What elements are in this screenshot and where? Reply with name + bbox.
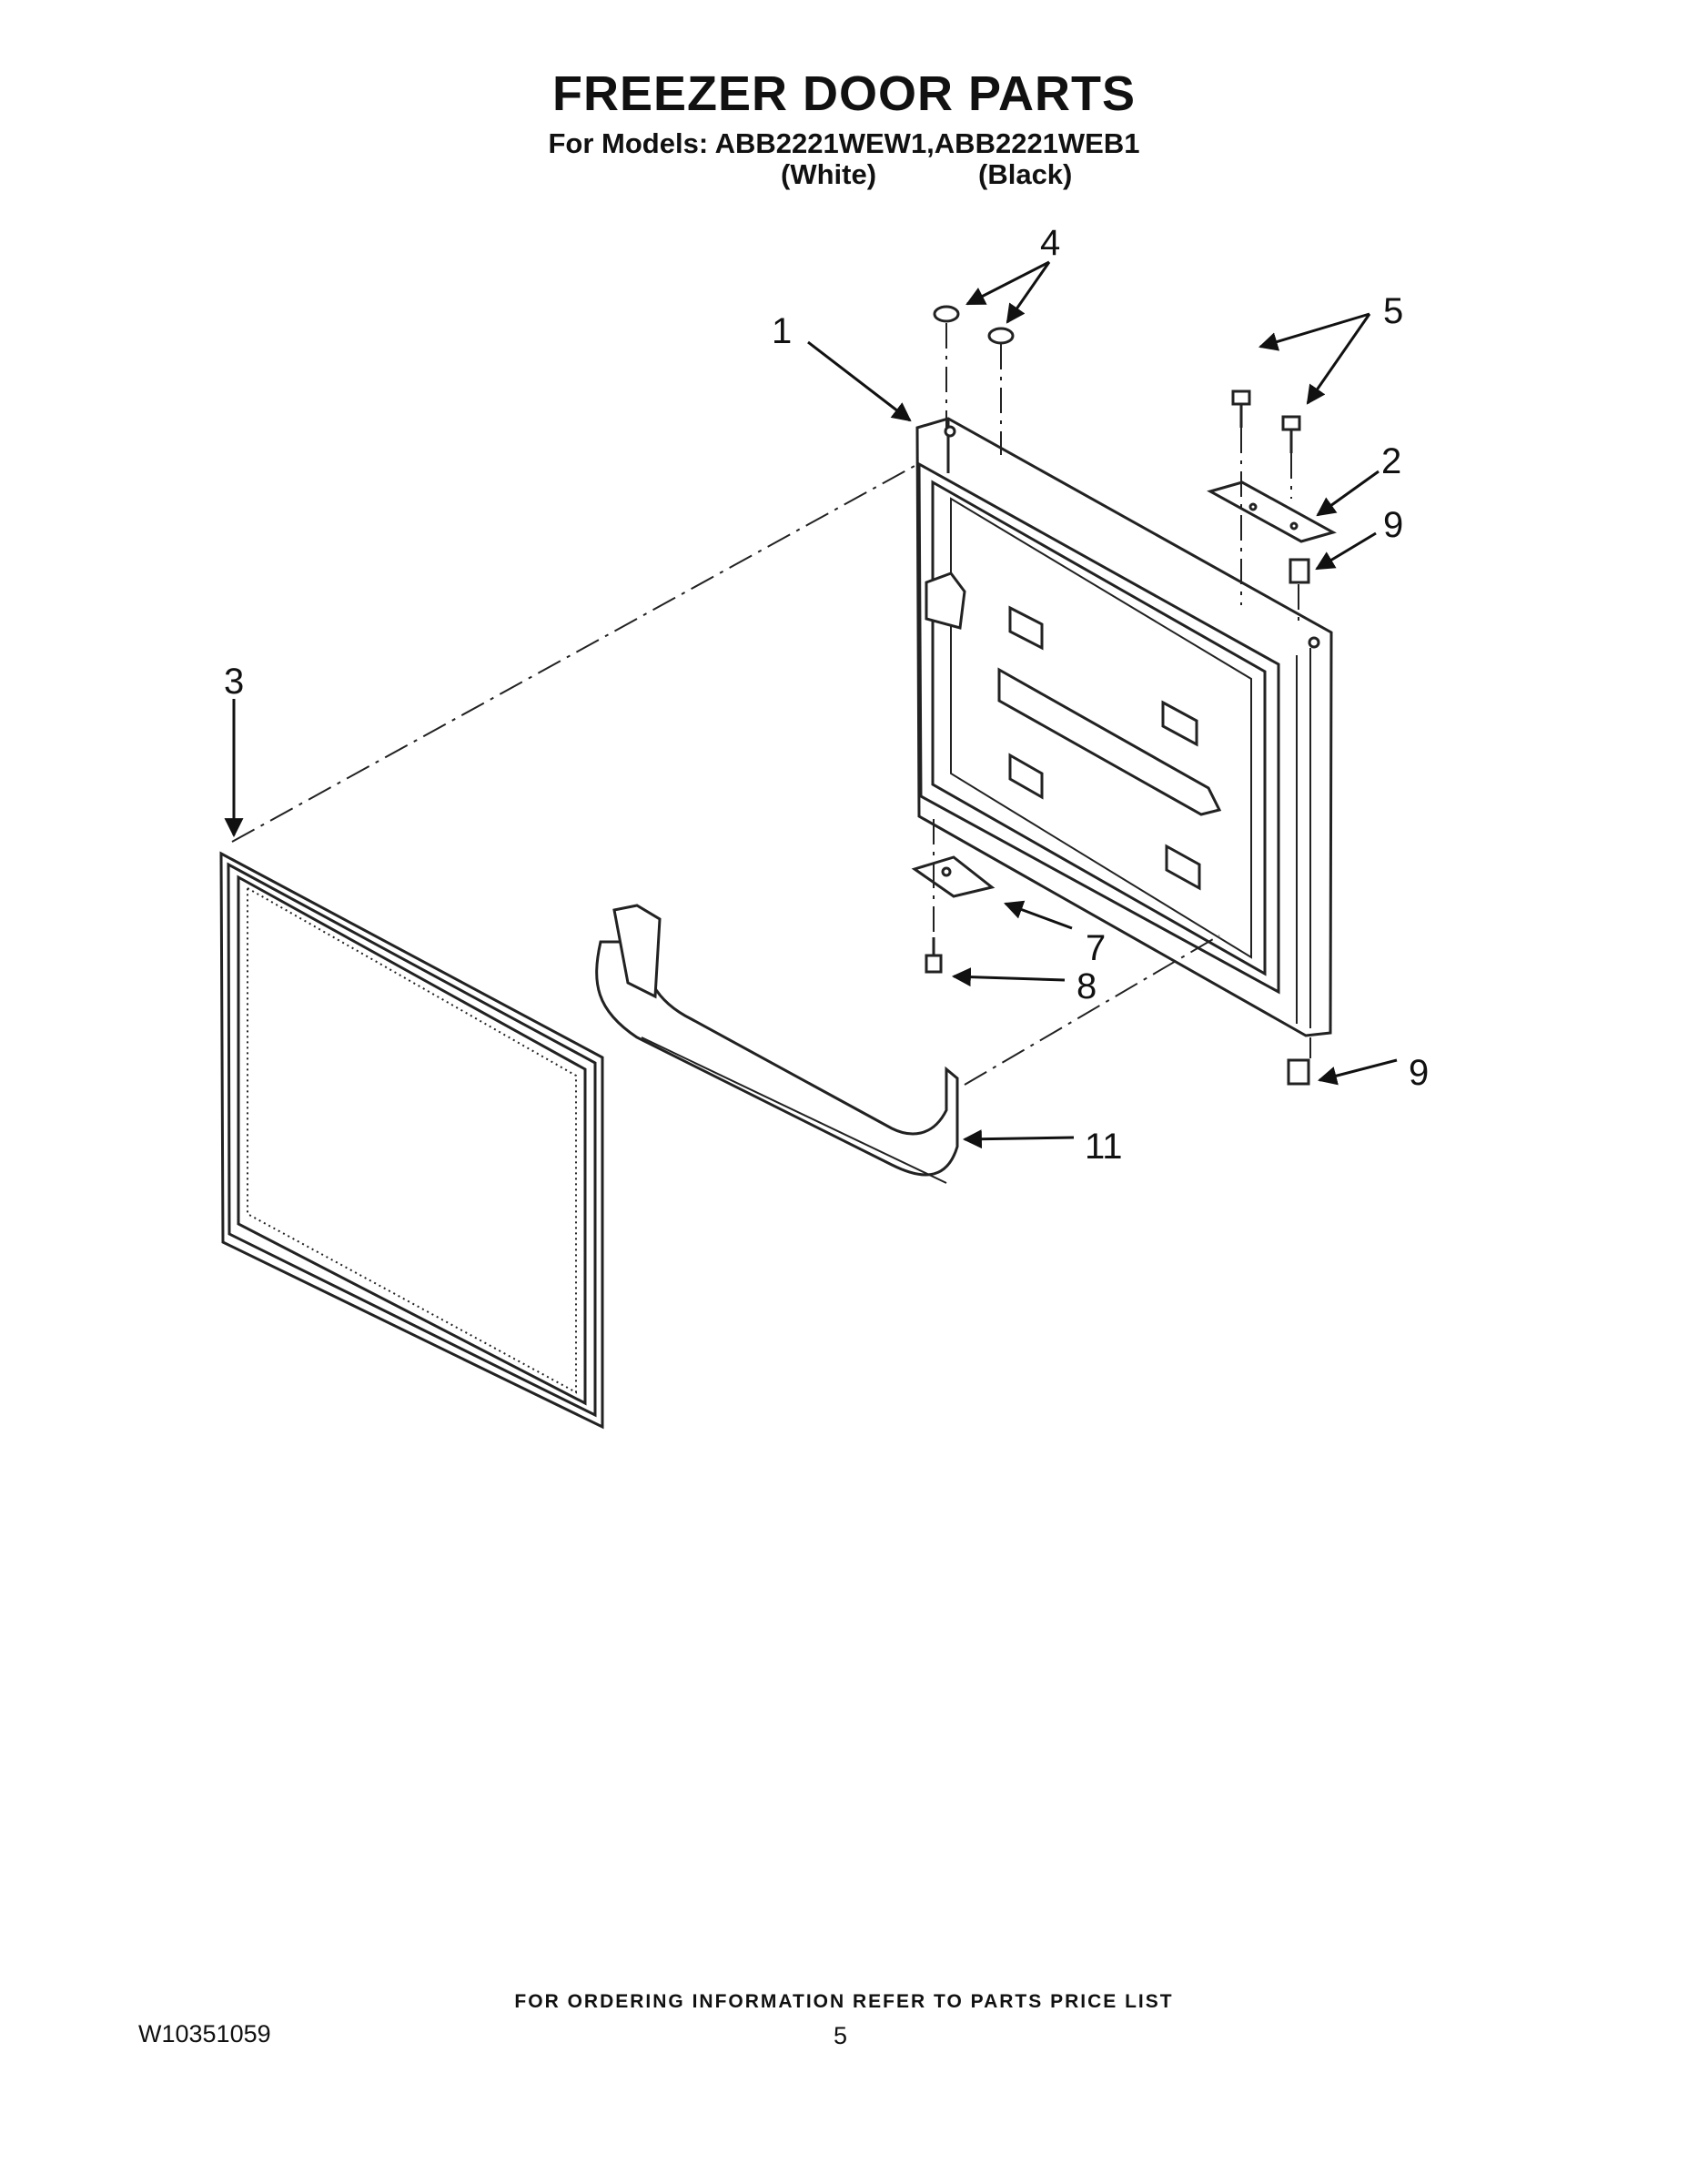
callout-8: 8 <box>1076 966 1097 1006</box>
callout-2: 2 <box>1381 441 1401 481</box>
callout-3: 3 <box>224 662 244 702</box>
door-gasket <box>219 851 604 1430</box>
hinge-screws <box>1231 389 1301 453</box>
page-title: FREEZER DOOR PARTS <box>551 66 1137 121</box>
callout-4: 4 <box>1040 223 1060 263</box>
callout-5: 5 <box>1383 291 1403 331</box>
callout-7: 7 <box>1086 928 1106 968</box>
document-number: W10351059 <box>138 2020 271 2048</box>
assembly-lines <box>231 323 1311 1086</box>
freezer-door <box>915 417 1333 1037</box>
callout-9-lower: 9 <box>1409 1053 1429 1093</box>
bracket-screw <box>925 937 943 974</box>
models-line: For Models: ABB2221WEW1,ABB2221WEB1 <box>548 127 1140 159</box>
hinge-plate <box>1207 480 1337 543</box>
color-label-white: (White) <box>781 158 877 190</box>
bottom-hinge-bracket <box>911 855 996 898</box>
page-number: 5 <box>834 2022 848 2049</box>
color-label-black: (Black) <box>978 158 1073 190</box>
bushings <box>1287 558 1310 1086</box>
callout-1: 1 <box>772 311 792 351</box>
door-bin <box>595 904 959 1184</box>
callout-9-upper: 9 <box>1383 505 1403 545</box>
callout-arrows <box>224 260 1398 1149</box>
ordering-note: FOR ORDERING INFORMATION REFER TO PARTS … <box>514 1991 1174 2012</box>
door-bumpers <box>933 305 1015 345</box>
callout-11: 11 <box>1085 1127 1123 1167</box>
